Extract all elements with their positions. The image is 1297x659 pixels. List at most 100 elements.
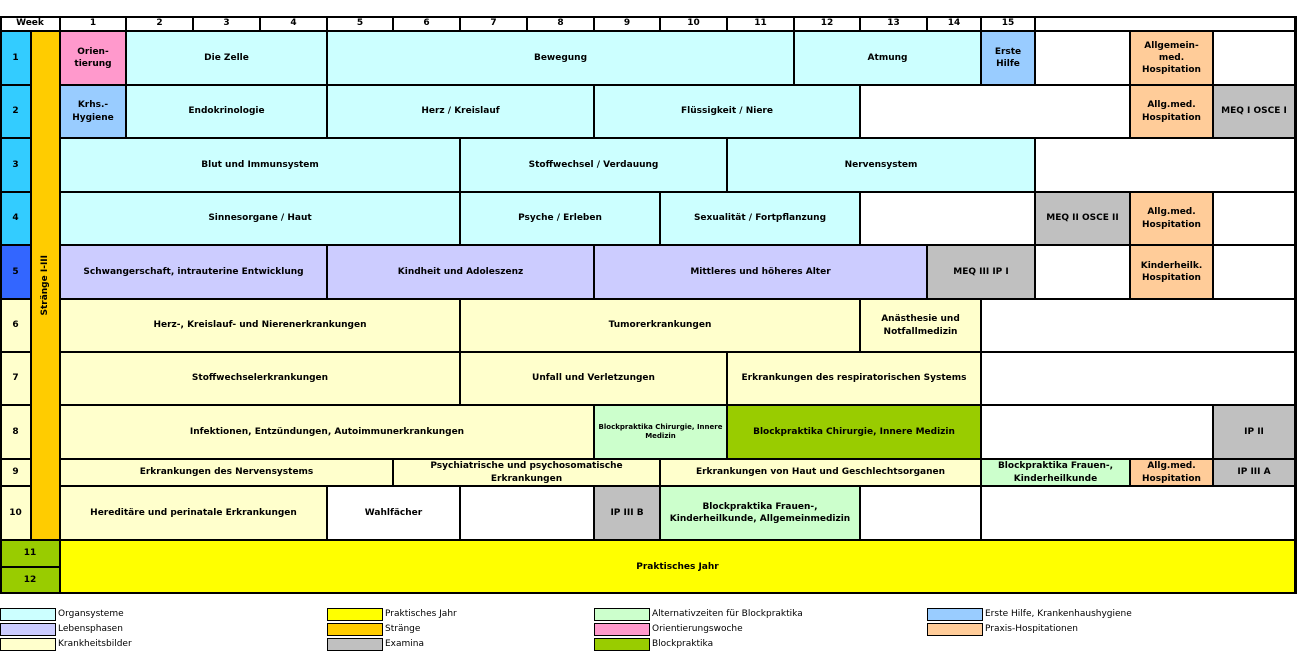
row-label-12: 12	[0, 567, 60, 594]
schwangerschaft-cell: Schwangerschaft, intrauterine Entwicklun…	[60, 245, 327, 299]
anaesthesie-cell: Anästhesie und Notfallmedizin	[860, 299, 981, 352]
ip3a-cell: IP III A	[1213, 459, 1295, 486]
legend-item: Praktisches Jahr	[327, 607, 457, 621]
r8-block-cell: Blockpraktika Chirurgie, Innere Medizin	[727, 405, 981, 459]
r9-hospitation-cell: Allg.med. Hospitation	[1130, 459, 1213, 486]
row-label-6: 6	[0, 299, 31, 352]
endokrinologie-cell: Endokrinologie	[126, 85, 327, 138]
strands-column: Stränge I-III	[31, 31, 60, 540]
ip2-cell: IP II	[1213, 405, 1295, 459]
week-number-9: 9	[594, 16, 660, 31]
week-number-1: 1	[60, 16, 126, 31]
tumor-cell: Tumorerkrankungen	[460, 299, 860, 352]
legend-label: Blockpraktika	[652, 639, 714, 649]
meq3-cell: MEQ III IP I	[927, 245, 1035, 299]
legend-item: Alternativzeiten für Blockpraktika	[594, 607, 803, 621]
r3-blank	[1035, 138, 1295, 192]
legend-swatch	[327, 622, 383, 636]
r10-blank-end	[981, 486, 1295, 540]
r1-blank	[1035, 31, 1130, 85]
r2-hospitation-cell: Allg.med. Hospitation	[1130, 85, 1213, 138]
legend-item: Blockpraktika	[594, 637, 713, 651]
praktisches-jahr-cell: Praktisches Jahr	[60, 540, 1295, 594]
nervensystem-cell: Nervensystem	[727, 138, 1035, 192]
herz-kreislauf-cell: Herz / Kreislauf	[327, 85, 594, 138]
legend-label: Praktisches Jahr	[385, 609, 457, 619]
week-number-13: 13	[860, 16, 927, 31]
infektionen-cell: Infektionen, Entzündungen, Autoimmunerkr…	[60, 405, 594, 459]
row-label-2: 2	[0, 85, 31, 138]
psych-cell: Psychiatrische und psychosomatische Erkr…	[393, 459, 660, 486]
herz-erkrankungen-cell: Herz-, Kreislauf- und Nierenerkrankungen	[60, 299, 460, 352]
sinnesorgane-cell: Sinnesorgane / Haut	[60, 192, 460, 245]
sexualitaet-cell: Sexualität / Fortpflanzung	[660, 192, 860, 245]
blut-cell: Blut und Immunsystem	[60, 138, 460, 192]
r10-blank-mid	[860, 486, 981, 540]
zelle-cell: Die Zelle	[126, 31, 327, 85]
row-label-5: 5	[0, 245, 31, 299]
unfall-cell: Unfall und Verletzungen	[460, 352, 727, 405]
bewegung-cell: Bewegung	[327, 31, 794, 85]
legend-item: Stränge	[327, 622, 420, 636]
week-number-14: 14	[927, 16, 981, 31]
legend-swatch	[594, 637, 650, 651]
legend-item: Examina	[327, 637, 424, 651]
r7-blank	[981, 352, 1295, 405]
week-number-3: 3	[193, 16, 260, 31]
week-number-5: 5	[327, 16, 393, 31]
legend-item: Organsysteme	[0, 607, 124, 621]
week-header-cell: Week	[0, 16, 60, 31]
row-label-3: 3	[0, 138, 31, 192]
r8-alt-block-cell: Blockpraktika Chirurgie, Innere Medizin	[594, 405, 727, 459]
hereditaer-cell: Hereditäre und perinatale Erkrankungen	[60, 486, 327, 540]
erste-hilfe-cell: Erste Hilfe	[981, 31, 1035, 85]
legend-swatch	[0, 637, 56, 651]
r2-blank	[860, 85, 1130, 138]
row-label-7: 7	[0, 352, 31, 405]
legend-label: Examina	[385, 639, 425, 649]
week-number-2: 2	[126, 16, 193, 31]
week-number-8: 8	[527, 16, 594, 31]
legend-label: Stränge	[385, 624, 421, 634]
week-number-10: 10	[660, 16, 727, 31]
legend-swatch	[327, 607, 383, 621]
legend-item: Lebensphasen	[0, 622, 123, 636]
legend-label: Krankheitsbilder	[58, 639, 132, 649]
strands-label: Stränge I-III	[40, 255, 51, 316]
r10-blank	[460, 486, 594, 540]
stoffwechselerkrankungen-cell: Stoffwechselerkrankungen	[60, 352, 460, 405]
hygiene-cell: Krhs.-Hygiene	[60, 85, 126, 138]
legend-item: Praxis-Hospitationen	[927, 622, 1078, 636]
r4-blank	[860, 192, 1035, 245]
wahlfaecher-cell: Wahlfächer	[327, 486, 460, 540]
stoffwechsel-verdauung-cell: Stoffwechsel / Verdauung	[460, 138, 727, 192]
week-number-11: 11	[727, 16, 794, 31]
r4-blank-end	[1213, 192, 1295, 245]
orientierung-cell: Orien-tierung	[60, 31, 126, 85]
meq2-cell: MEQ II OSCE II	[1035, 192, 1130, 245]
legend-label: Organsysteme	[58, 609, 124, 619]
fluessigkeit-cell: Flüssigkeit / Niere	[594, 85, 860, 138]
respiration-cell: Erkrankungen des respiratorischen System…	[727, 352, 981, 405]
legend-swatch	[327, 637, 383, 651]
r1-blank-end	[1213, 31, 1295, 85]
week-number-15: 15	[981, 16, 1035, 31]
atmung-cell: Atmung	[794, 31, 981, 85]
week-number-6: 6	[393, 16, 460, 31]
row-label-11: 11	[0, 540, 60, 567]
row-label-9: 9	[0, 459, 31, 486]
kindheit-cell: Kindheit und Adoleszenz	[327, 245, 594, 299]
legend-swatch	[927, 622, 983, 636]
r5-blank-end	[1213, 245, 1295, 299]
haut-cell: Erkrankungen von Haut und Geschlechtsorg…	[660, 459, 981, 486]
week-number-4: 4	[260, 16, 327, 31]
r10-block-cell: Blockpraktika Frauen-, Kinderheilkunde, …	[660, 486, 860, 540]
r8-blank	[981, 405, 1213, 459]
meq1-cell: MEQ I OSCE I	[1213, 85, 1295, 138]
r4-hospitation-cell: Allg.med. Hospitation	[1130, 192, 1213, 245]
header-blank	[1035, 16, 1295, 31]
r5-blank	[1035, 245, 1130, 299]
legend-swatch	[0, 622, 56, 636]
row-label-10: 10	[0, 486, 31, 540]
